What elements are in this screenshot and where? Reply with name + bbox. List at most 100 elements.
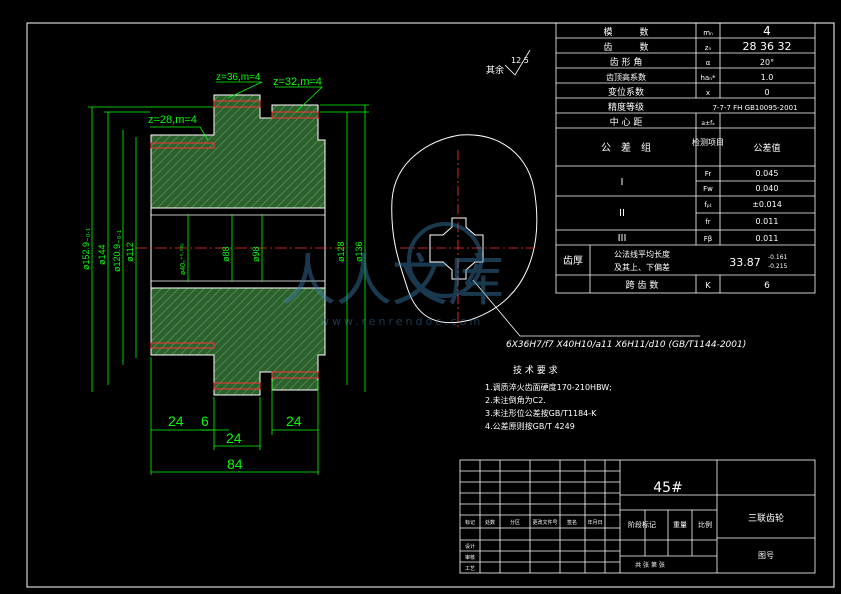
dim-width-24b: 24 [226,430,242,446]
svg-text:及其上、下偏差: 及其上、下偏差 [614,262,670,272]
svg-text:-0.161: -0.161 [768,254,788,261]
svg-text:α: α [706,59,711,67]
svg-text:20°: 20° [760,58,774,67]
svg-text:1.调质淬火齿面硬度170-210HBW;: 1.调质淬火齿面硬度170-210HBW; [485,382,612,392]
svg-text:齿 数: 齿 数 [603,41,648,53]
svg-text:重量: 重量 [673,521,687,529]
svg-text:齿顶高系数: 齿顶高系数 [606,72,646,82]
svg-text:fr: fr [705,218,710,226]
svg-text:±0.014: ±0.014 [752,200,782,209]
svg-text:28 36 32: 28 36 32 [743,40,792,53]
watermark-url: www.renrendoc.com [320,315,483,328]
spline-bore [429,217,484,280]
svg-text:处数: 处数 [485,519,495,526]
svg-text:7-7-7 FH GB10095-2001: 7-7-7 FH GB10095-2001 [713,104,798,112]
svg-text:共 张 第 张: 共 张 第 张 [635,561,665,569]
svg-text:Fβ: Fβ [704,235,713,243]
svg-text:0.011: 0.011 [756,234,779,243]
svg-text:III: III [618,233,627,244]
svg-text:haₙ*: haₙ* [700,74,716,82]
svg-text:Fw: Fw [703,185,713,193]
svg-text:2.未注倒角为C2.: 2.未注倒角为C2. [485,395,546,405]
tooth-tip-right-top [271,111,319,119]
dim-width-24a: 24 [168,413,184,429]
svg-text:公 差 组: 公 差 组 [601,141,651,154]
dim-d112: ø112 [125,242,135,262]
roughness-note: 其余 [486,64,504,76]
svg-text:mₙ: mₙ [703,29,713,37]
svg-text:0.011: 0.011 [756,217,779,226]
tech-requirements: 技 术 要 求 1.调质淬火齿面硬度170-210HBW; 2.未注倒角为C2.… [485,364,612,431]
roughness-symbol [504,49,531,76]
sheet-border [26,22,835,588]
svg-text:分区: 分区 [510,519,520,526]
svg-text:45#: 45# [653,480,683,496]
svg-text:变位系数: 变位系数 [608,86,644,98]
svg-text:K: K [705,281,711,290]
svg-text:fₚₜ: fₚₜ [704,201,712,209]
svg-text:zₙ: zₙ [705,44,712,52]
gear-label-z28: z=28,m=4 [148,114,197,126]
dim-d1209: ø120.9₋₀.₁ [112,230,122,272]
spline-callout: 6X36H7/f7 X40H10/a11 X6H11/d10 (GB/T1144… [506,340,746,350]
spline-end-view: 6X36H7/f7 X40H10/a11 X6H11/d10 (GB/T1144… [391,134,746,350]
svg-text:II: II [619,208,625,219]
tooth-tip-mid-top [213,100,261,108]
gear-section-view: z=28,m=4 z=36,m=4 z=32,m=4 ø152.9₋₀.₁ ø1… [81,72,369,475]
roughness-value: 12.5 [511,56,529,65]
svg-text:技 术 要 求: 技 术 要 求 [513,364,558,376]
dim-width-24c: 24 [286,413,302,429]
svg-text:1.0: 1.0 [761,73,774,82]
svg-text:齿厚: 齿厚 [563,255,583,267]
tooth-tip-left-bot [150,342,215,349]
svg-text:I: I [621,177,624,188]
svg-text:模 数: 模 数 [603,26,648,38]
svg-text:签名: 签名 [567,519,577,526]
params-table [555,22,816,294]
svg-text:x: x [706,89,710,97]
svg-text:设计: 设计 [465,543,475,550]
watermark-text: 人人文库 [280,249,504,314]
svg-text:检测项目: 检测项目 [692,137,724,147]
svg-text:三联齿轮: 三联齿轮 [748,512,784,524]
svg-text:公法线平均长度: 公法线平均长度 [614,249,670,259]
svg-text:精度等级: 精度等级 [608,101,644,113]
svg-text:Fr: Fr [705,170,712,178]
gear-label-z32: z=32,m=4 [273,76,322,88]
watermark: 人人文库 www.renrendoc.com [280,222,504,328]
params-rows: 模 数 mₙ 4 齿 数 zₙ 28 36 32 齿 形 角 α 20° 齿顶高… [563,24,798,291]
svg-text:图号: 图号 [758,551,774,560]
svg-text:阶段标记: 阶段标记 [628,520,656,529]
svg-text:齿 形 角: 齿 形 角 [610,56,643,68]
title-block-text: 45# 三联齿轮 图号 标记 处数 分区 更改文件号 签名 年月日 设计 审核 … [465,480,784,572]
svg-text:0: 0 [764,88,769,97]
svg-text:年月日: 年月日 [587,519,602,526]
dim-d128: ø128 [336,241,346,262]
svg-text:更改文件号: 更改文件号 [532,519,557,526]
svg-text:跨 齿 数: 跨 齿 数 [626,279,659,291]
tooth-tip-right-bot [271,371,319,379]
svg-text:0.040: 0.040 [756,184,779,193]
svg-text:-0.215: -0.215 [768,263,788,270]
title-block [459,459,816,574]
dim-d144: ø144 [97,244,107,265]
dim-width-84: 84 [227,456,243,472]
svg-text:公差值: 公差值 [753,142,780,154]
svg-text:3.未注形位公差按GB/T1184-K: 3.未注形位公差按GB/T1184-K [485,408,597,418]
tooth-tip-mid-bot [213,382,261,390]
gear-label-z36: z=36,m=4 [216,72,261,83]
svg-text:0.045: 0.045 [756,169,779,178]
svg-text:4: 4 [763,24,771,38]
dim-width-6: 6 [201,413,209,429]
svg-text:a±fₐ: a±fₐ [701,120,714,127]
svg-text:审核: 审核 [465,554,475,561]
dim-d40: ø40₀⁺⁰·⁰³⁹ [179,243,187,275]
dim-d88: ø88 [221,246,231,262]
dim-d136: ø136 [354,241,364,262]
svg-text:4.公差原则按GB/T 4249: 4.公差原则按GB/T 4249 [485,421,575,431]
break-outline [391,134,538,324]
svg-text:标记: 标记 [465,519,475,526]
tooth-tip-left-top [150,142,215,149]
dim-d98: ø98 [251,246,261,262]
